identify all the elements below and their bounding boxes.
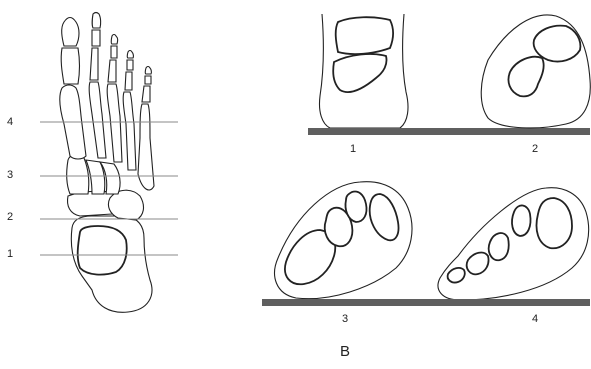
cross-section-2 — [481, 15, 590, 128]
section-4-metatarsal-3 — [489, 233, 509, 260]
section-2-navicular — [534, 26, 581, 62]
level-label-4: 4 — [7, 117, 13, 128]
section-1-talus — [336, 17, 393, 54]
toe-4-distal — [127, 51, 133, 59]
section-1-floor — [308, 128, 590, 135]
toe-4-proximal — [125, 72, 132, 90]
toe-3-proximal — [108, 60, 116, 82]
foot-skeleton — [60, 13, 154, 313]
panel-label: B — [340, 344, 350, 359]
toe-5-middle — [145, 76, 151, 84]
metatarsal-3 — [107, 84, 122, 162]
section-label-3: 3 — [342, 314, 348, 325]
talus — [78, 226, 127, 275]
cuboid — [108, 190, 143, 220]
toe-5-proximal — [142, 86, 150, 102]
toe-2-middle — [92, 30, 100, 46]
section-3-4-floor — [262, 299, 590, 306]
section-3-intermediate-cuneiform — [345, 192, 366, 223]
level-label-1: 1 — [7, 249, 13, 260]
section-label-4: 4 — [532, 314, 538, 325]
toe-1-distal — [62, 18, 79, 47]
toe-3-distal — [111, 35, 117, 45]
section-label-2: 2 — [532, 144, 538, 155]
metatarsal-4 — [123, 92, 136, 170]
section-label-1: 1 — [350, 144, 356, 155]
toe-3-middle — [111, 46, 117, 58]
toe-1-proximal — [61, 48, 79, 84]
level-label-2: 2 — [7, 212, 13, 223]
toe-5-distal — [145, 67, 151, 75]
metatarsal-2 — [89, 82, 106, 158]
metatarsal-5 — [138, 104, 154, 190]
toe-2-proximal — [90, 48, 98, 80]
toe-4-middle — [127, 60, 133, 70]
medial-cuneiform — [67, 155, 89, 194]
level-label-3: 3 — [7, 170, 13, 181]
section-4-metatarsal-1 — [537, 198, 573, 248]
section-4-metatarsal-2 — [512, 205, 531, 236]
toe-2-distal — [92, 13, 100, 29]
cross-section-3 — [275, 182, 412, 299]
